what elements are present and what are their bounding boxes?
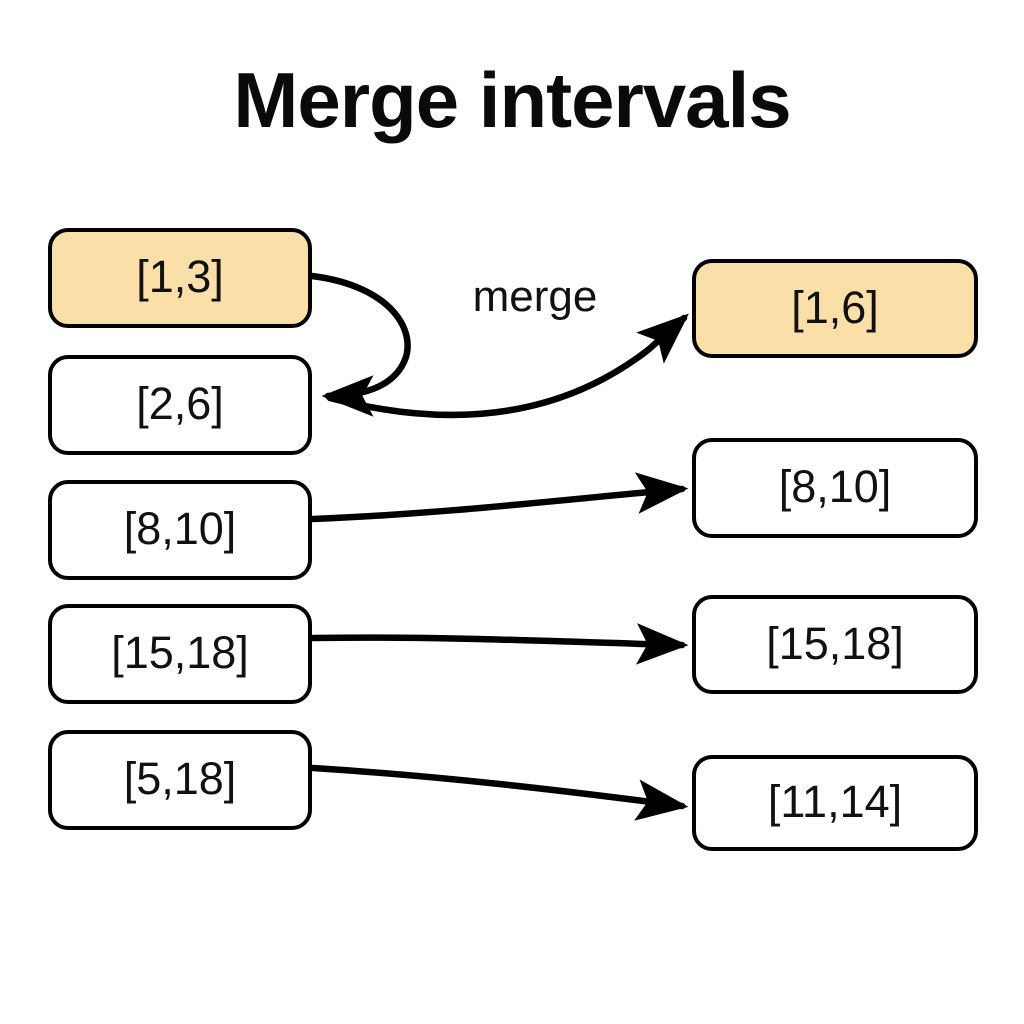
edge-5-18-to-11-14 <box>309 764 689 821</box>
input-node-2-6[interactable]: [2,6] <box>48 355 312 455</box>
input-node-5-18[interactable]: [5,18] <box>48 730 312 830</box>
input-node-15-18[interactable]: [15,18] <box>48 604 312 704</box>
output-node-label: [1,6] <box>791 281 879 333</box>
input-node-label: [15,18] <box>111 627 249 678</box>
input-node-8-10[interactable]: [8,10] <box>48 480 312 580</box>
edge-label-merge: merge <box>472 272 598 321</box>
output-node-8-10[interactable]: [8,10] <box>692 438 978 538</box>
output-node-label: [8,10] <box>778 461 892 512</box>
input-node-label: [2,6] <box>136 378 224 429</box>
output-node-label: [15,18] <box>766 617 904 669</box>
output-node-label: [11,14] <box>767 776 903 827</box>
edge-8-10-to-8-10 <box>309 472 689 523</box>
output-node-1-6[interactable]: [1,6] <box>692 259 978 358</box>
edge-1-3-to-2-6 <box>308 272 411 417</box>
output-node-15-18[interactable]: [15,18] <box>692 595 978 694</box>
edge-15-18-to-15-18 <box>309 623 689 665</box>
input-node-1-3[interactable]: [1,3] <box>48 228 312 328</box>
input-node-label: [1,3] <box>136 251 224 302</box>
page-title: Merge intervals <box>233 56 791 144</box>
input-node-label: [5,18] <box>123 753 237 804</box>
output-node-11-14[interactable]: [11,14] <box>692 755 978 851</box>
edge-2-6-to-1-6 <box>326 313 689 419</box>
input-node-label: [8,10] <box>123 503 237 554</box>
